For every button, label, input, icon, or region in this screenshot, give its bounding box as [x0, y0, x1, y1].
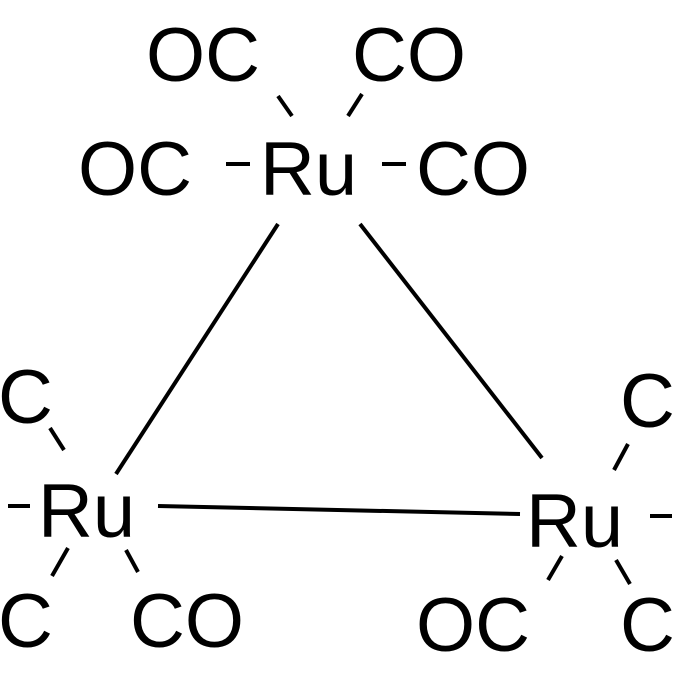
ligand-co-top-right: CO	[416, 127, 530, 212]
bond-right-c-upper	[612, 443, 630, 471]
bond-left-co-lower	[124, 549, 140, 573]
atom-ru-top: Ru	[260, 127, 357, 212]
ligand-oc-right-lower: OC	[416, 583, 530, 668]
ligand-c-left-lower: C	[0, 579, 53, 664]
ligand-c-right-lower: C	[620, 583, 675, 668]
ligand-c-right-upper: C	[620, 359, 675, 444]
bond-left-c-upper	[48, 426, 66, 452]
bond-left-c-lower	[50, 547, 70, 577]
ligand-oc-top-left: OC	[78, 127, 192, 212]
atom-ru-right: Ru	[526, 479, 623, 564]
bond-ru-top-ru-right	[358, 222, 544, 460]
ligand-co-top-upper-right: CO	[352, 13, 466, 98]
bond-ru-top-ru-left	[114, 222, 280, 476]
ligand-oc-top-upper-left: OC	[146, 13, 260, 98]
bond-right-oc-lower	[546, 554, 564, 582]
atom-ru-left: Ru	[38, 469, 135, 554]
bond-ru-left-ru-right	[157, 504, 521, 516]
bond-right-c-lower	[614, 558, 632, 586]
ligand-co-left-lower: CO	[130, 579, 244, 664]
bond-top-oc-upper	[276, 94, 294, 118]
ligand-c-left-upper: C	[0, 355, 53, 440]
bond-top-co-upper	[346, 92, 364, 118]
